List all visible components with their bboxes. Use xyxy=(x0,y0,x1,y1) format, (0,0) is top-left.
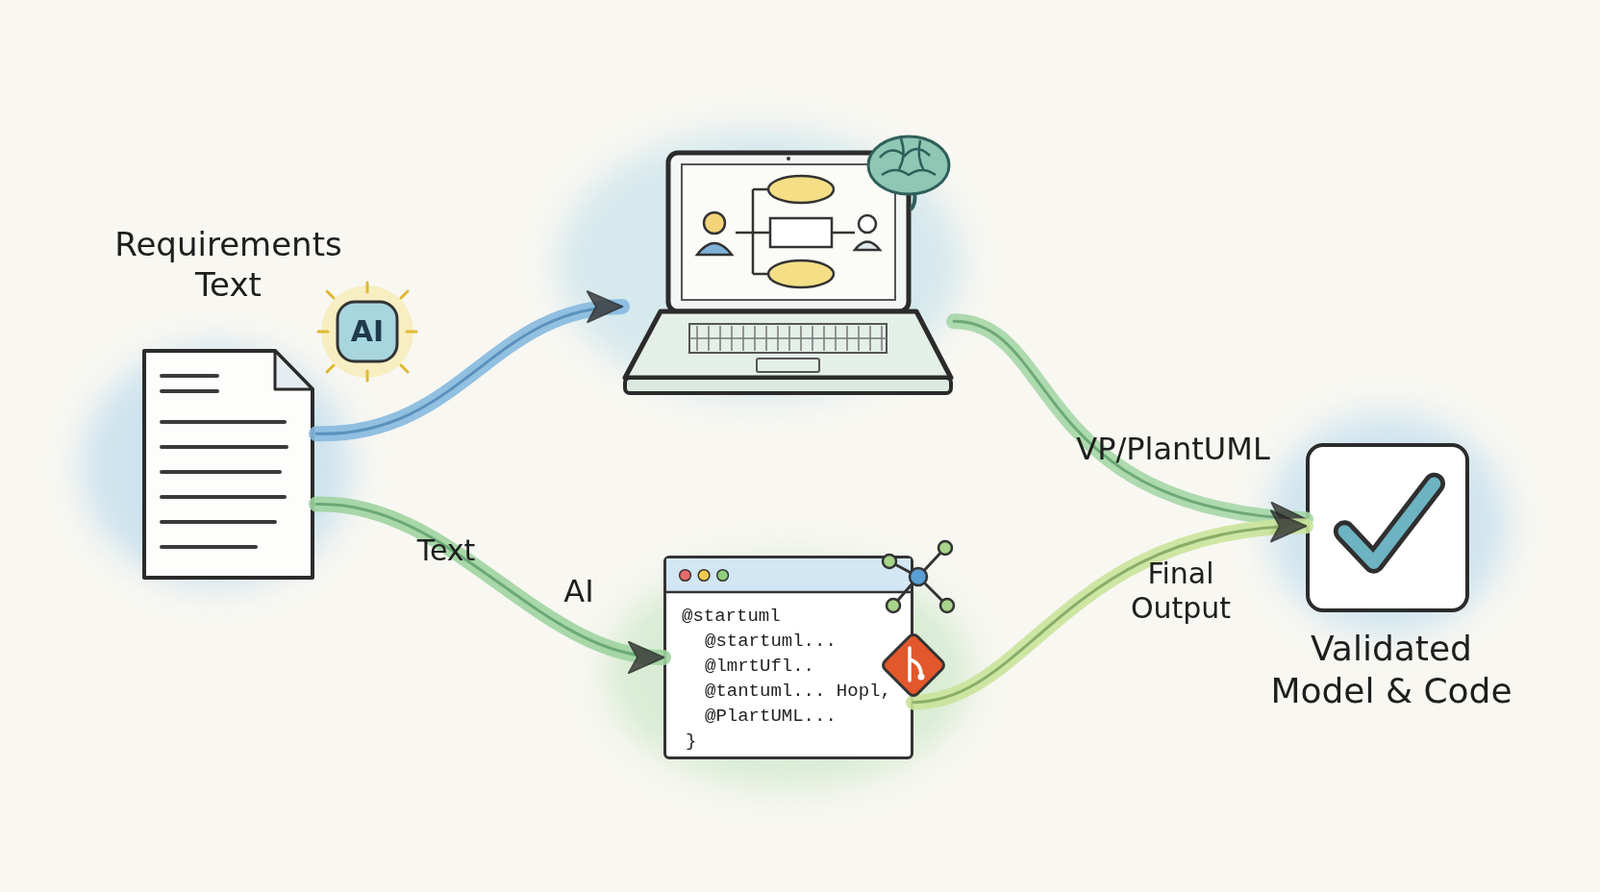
badge-text: AI xyxy=(331,296,403,368)
check-box-shape xyxy=(1309,447,1466,609)
flow-wash xyxy=(316,306,623,434)
code-line: @lmrtUfl.. xyxy=(704,654,815,678)
brain-icon xyxy=(868,136,950,210)
node-label: Validated Model & Code xyxy=(1266,627,1517,713)
git-icon xyxy=(880,632,947,699)
flow-line xyxy=(953,321,1306,520)
edge-label: Text xyxy=(417,533,476,569)
wash xyxy=(81,346,351,587)
flow-arrow xyxy=(953,321,1306,520)
flow-wash xyxy=(913,525,1306,702)
document-icon: Requirements Text xyxy=(140,347,317,582)
node-label: Requirements Text xyxy=(111,224,346,305)
flow-arrow xyxy=(913,525,1306,702)
code-line: @startuml... xyxy=(704,629,837,653)
code-line: @startuml xyxy=(681,604,781,628)
flow-wash xyxy=(316,503,664,658)
document-icon-shape xyxy=(140,347,317,582)
wash xyxy=(557,129,962,400)
edge-label: VP/PlantUML xyxy=(1075,430,1270,468)
code-line: @tantuml... Hopl, xyxy=(704,679,892,703)
check-box: Validated Model & Code xyxy=(1305,443,1470,613)
code-line: @PlartUML... xyxy=(704,704,837,728)
flow-label: AI xyxy=(563,573,594,610)
flow-arrow xyxy=(316,306,623,434)
flow-line xyxy=(913,525,1306,702)
code-line: } xyxy=(685,729,697,753)
flow-line xyxy=(316,503,664,658)
flow-arrow xyxy=(316,503,664,658)
network-icon xyxy=(882,541,954,613)
code-window: @startuml@startuml...@lmrtUfl..@tantuml.… xyxy=(663,555,914,760)
ai-badge: AI xyxy=(331,296,403,368)
flow-wash xyxy=(953,321,1306,520)
edge-label: Final Output xyxy=(1118,556,1244,626)
flow-line xyxy=(316,306,623,434)
